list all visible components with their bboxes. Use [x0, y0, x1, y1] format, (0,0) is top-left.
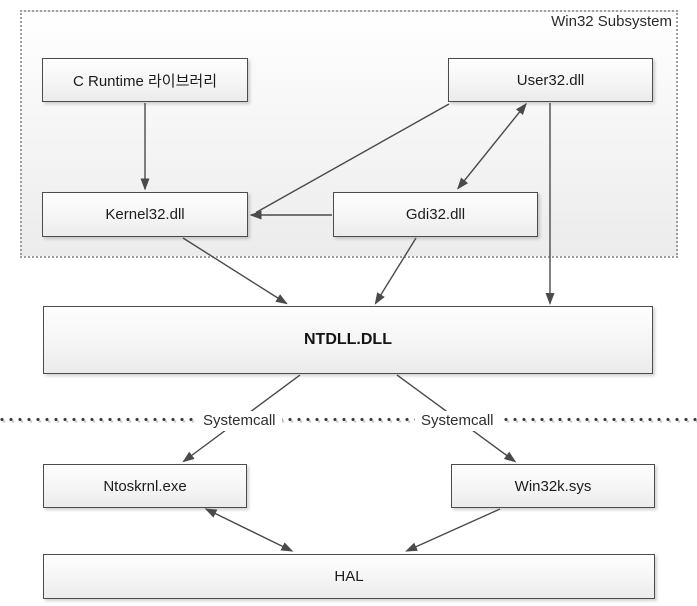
node-c-runtime-label: C Runtime 라이브러리 — [72, 72, 218, 90]
node-kernel32-dll: Kernel32.dll — [42, 192, 248, 237]
node-kernel32-label: Kernel32.dll — [105, 206, 185, 223]
systemcall-label-right: Systemcall — [415, 411, 500, 431]
node-hal: HAL — [43, 554, 655, 599]
win32-subsystem-label: Win32 Subsystem — [551, 13, 672, 30]
node-user32-dll: User32.dll — [448, 58, 653, 102]
node-ntdll-label: NTDLL.DLL — [304, 331, 392, 348]
node-win32k-label: Win32k.sys — [514, 477, 592, 495]
node-win32k-sys: Win32k.sys — [451, 464, 655, 508]
arrow-ntoskrnl-hal-bidirectional — [204, 508, 294, 552]
node-gdi32-label: Gdi32.dll — [405, 206, 466, 223]
systemcall-label-left: Systemcall — [197, 411, 282, 431]
node-ntoskrnl-exe: Ntoskrnl.exe — [43, 464, 247, 508]
systemcall-boundary-dotted-line — [0, 417, 697, 424]
node-user32-label: User32.dll — [516, 71, 585, 89]
node-ntoskrnl-label: Ntoskrnl.exe — [103, 477, 187, 495]
node-ntdll-dll: NTDLL.DLL — [43, 306, 653, 374]
arrow-win32k-to-hal — [405, 508, 501, 552]
node-c-runtime-library: C Runtime 라이브러리 — [42, 58, 248, 102]
node-gdi32-dll: Gdi32.dll — [333, 192, 538, 237]
node-hal-label: HAL — [334, 568, 364, 585]
